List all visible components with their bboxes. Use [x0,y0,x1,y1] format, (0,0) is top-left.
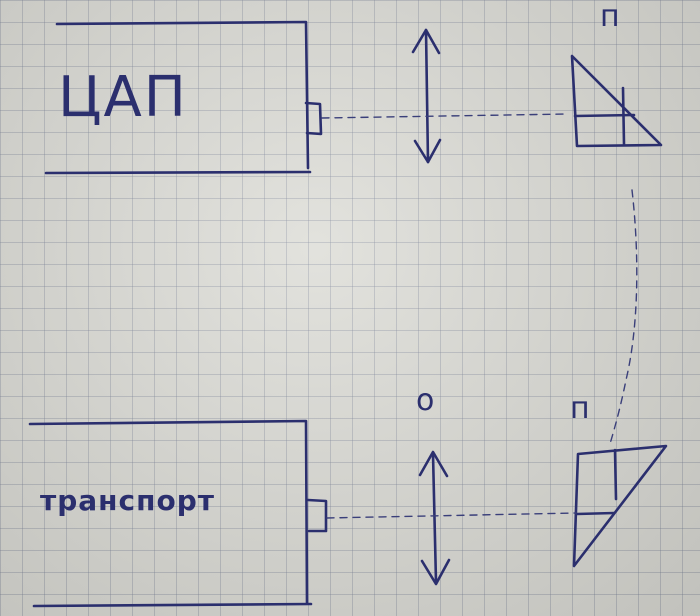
top-prism [570,54,663,148]
vertical-link-path [609,189,638,445]
dac-block: ЦАП [44,20,323,175]
bottom-prism-label: п [570,391,590,426]
top-beam-path [321,113,569,119]
top-prism-inner-horizontal [573,113,636,118]
dac-output-connector [304,101,323,136]
dac-block-outline-bottom [44,170,312,175]
bottom-prism-inner-horizontal [575,511,616,516]
top-lens-arrow [411,28,442,164]
bottom-lens-shaft [431,452,438,584]
top-prism-label: п [600,0,620,34]
bottom-prism-triangle [572,444,668,568]
bottom-prism-inner-vertical [613,448,618,501]
transport-block: транспорт [28,419,328,608]
bottom-lens-label: о [416,383,434,418]
transport-label: транспорт [40,484,215,517]
bottom-lens-arrowhead-up [418,450,449,478]
top-prism-triangle [570,54,663,148]
top-lens-arrowhead-down [413,138,442,164]
bottom-lens-arrow [418,450,451,586]
dac-block-outline-top [55,20,310,170]
bottom-lens-arrowhead-down [420,558,451,586]
transport-block-outline-bottom [32,602,313,608]
top-lens-shaft [424,28,430,164]
bottom-prism [572,444,668,568]
bottom-beam-path [326,512,577,519]
dac-label: ЦАП [58,65,188,130]
transport-block-outline-top [28,419,309,605]
top-lens-arrowhead-up [411,28,441,55]
transport-output-connector [306,498,328,533]
top-prism-inner-vertical [621,86,626,146]
